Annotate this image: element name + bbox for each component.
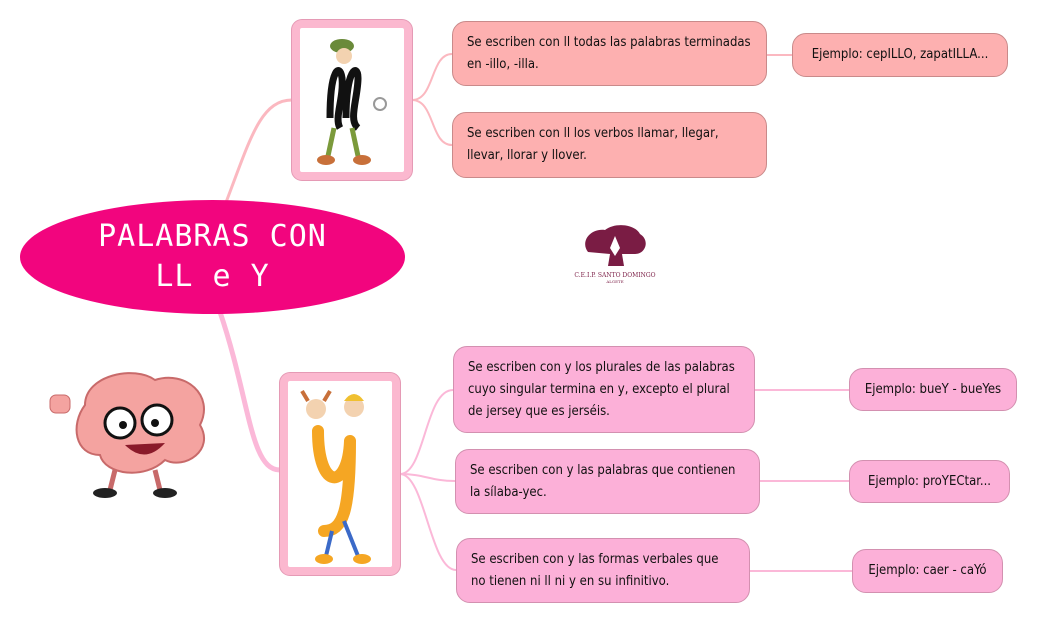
logo-name: C.E.I.P. SANTO DOMINGO — [574, 272, 656, 279]
y-rule-2-text: Se escriben con y las palabras que conti… — [470, 462, 736, 500]
ll-rule-2[interactable]: Se escriben con ll los verbos llamar, ll… — [452, 112, 767, 178]
y-rule-2[interactable]: Se escriben con y las palabras que conti… — [455, 449, 760, 514]
y-letter-icon — [300, 389, 371, 564]
ll-rule-1-text: Se escriben con ll todas las palabras te… — [467, 34, 751, 72]
y-example-2-text: Ejemplo: proYECtar... — [867, 473, 992, 489]
ll-rule-1[interactable]: Se escriben con ll todas las palabras te… — [452, 21, 767, 86]
ll-example-1-text: Ejemplo: cepILLO, zapatILLA... — [811, 47, 989, 62]
y-rule-1[interactable]: Se escriben con y los plurales de las pa… — [453, 346, 755, 433]
title-line-1: PALABRAS CON — [98, 219, 327, 254]
y-rule-1-text: Se escriben con y los plurales de las pa… — [468, 359, 735, 419]
y-example-2[interactable]: Ejemplo: proYECtar... — [849, 460, 1010, 503]
ll-rule-2-text: Se escriben con ll los verbos llamar, ll… — [467, 126, 719, 163]
y-example-3[interactable]: Ejemplo: caer - caYó — [852, 549, 1003, 593]
tree-pen-logo-icon — [585, 225, 646, 266]
y-rule-3[interactable]: Se escriben con y las formas verbales qu… — [456, 538, 750, 603]
y-example-1-text: Ejemplo: bueY - bueYes — [864, 381, 1002, 397]
ll-letter-icon — [317, 39, 387, 165]
connector-center-y — [217, 311, 281, 473]
connector-y-rule2 — [399, 473, 456, 482]
y-example-1[interactable]: Ejemplo: bueY - bueYes — [849, 368, 1017, 411]
connector-ll-rule1 — [411, 53, 453, 101]
y-rule-3-text: Se escriben con y las formas verbales qu… — [471, 551, 719, 589]
title-line-2: LL e Y — [155, 259, 270, 294]
school-logo: C.E.I.P. SANTO DOMINGO ALGETE — [560, 222, 670, 292]
central-topic[interactable]: PALABRAS CON LL e Y — [20, 200, 405, 314]
connector-y-rule3 — [399, 473, 457, 571]
logo-place: ALGETE — [606, 279, 624, 284]
connector-y-rule1 — [399, 389, 454, 475]
connector-center-ll — [223, 98, 293, 206]
brain-mascot-icon — [49, 372, 206, 498]
ll-example-1[interactable]: Ejemplo: cepILLO, zapatILLA... — [792, 33, 1008, 77]
y-character-image — [280, 373, 400, 575]
y-example-3-text: Ejemplo: caer - caYó — [868, 563, 987, 578]
ll-character-image — [292, 20, 412, 180]
connector-ll-rule2 — [411, 99, 453, 146]
brain-character-image — [45, 365, 225, 500]
